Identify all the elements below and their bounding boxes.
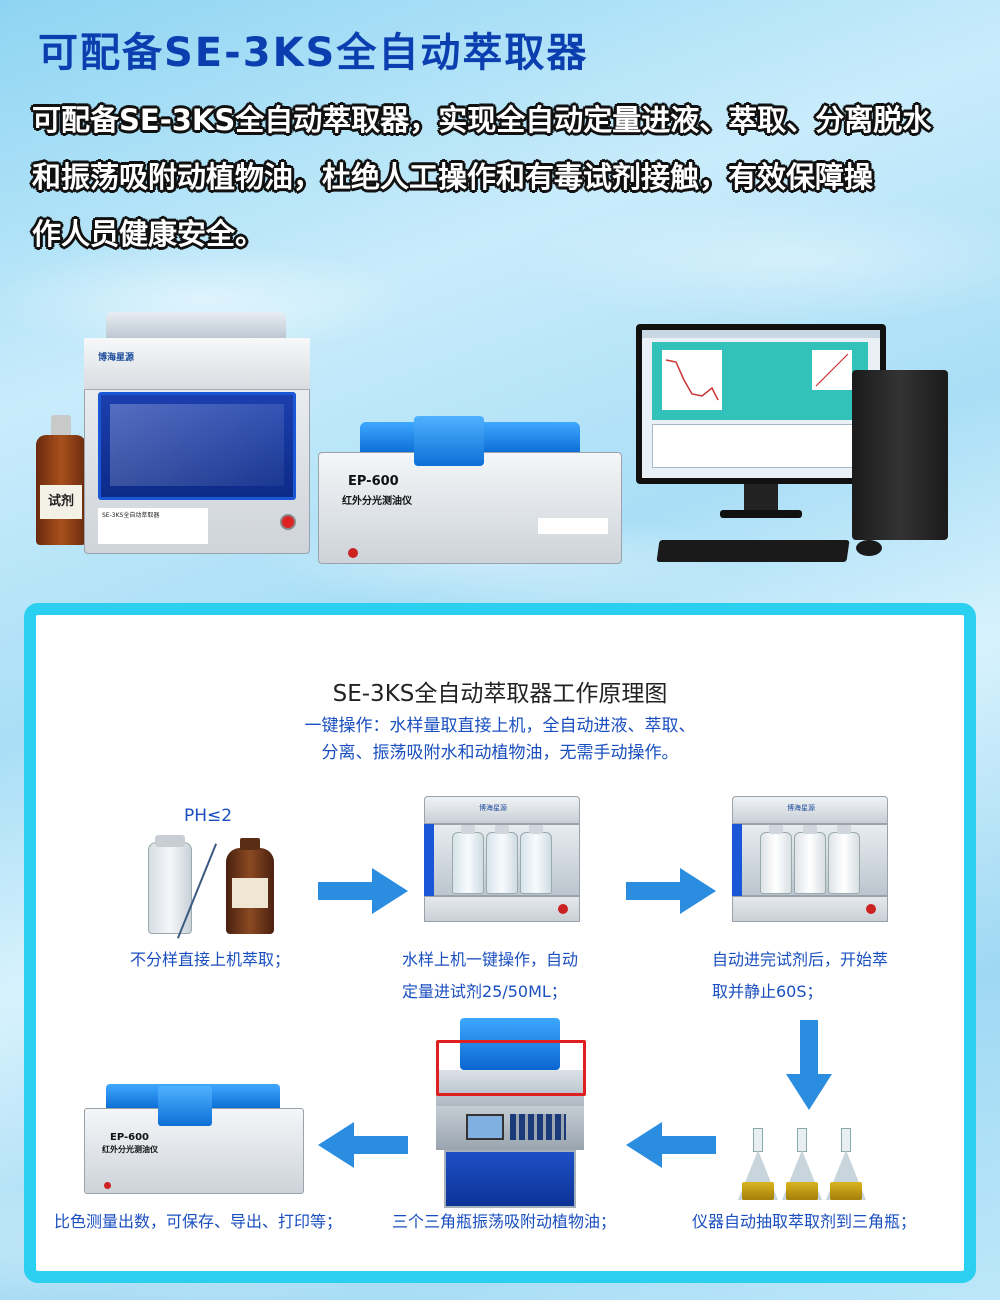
extractor-brand: 博海星源 <box>98 353 135 363</box>
step-line: 取并静止60S； <box>712 982 823 1001</box>
brand-logo: 博海星源 <box>787 804 815 812</box>
intro-paragraph: 可配备SE-3KS全自动萃取器，实现全自动定量进液、萃取、分离脱水 和振荡吸附动… <box>32 92 982 263</box>
step-line: 比色测量出数，可保存、导出、打印等； <box>54 1212 343 1231</box>
arrow-left-icon <box>626 1122 716 1168</box>
arrow-right-icon <box>318 868 408 914</box>
step-1-text: 不分样直接上机萃取； <box>130 944 290 976</box>
pc-tower-image <box>852 370 948 540</box>
flask-image <box>826 1128 866 1202</box>
reagent-label: 试剂 <box>40 485 82 519</box>
flask-image <box>782 1128 822 1202</box>
page-title: 可配备SE-3KS全自动萃取器 <box>38 30 589 76</box>
reagent-bottle-image <box>226 838 274 934</box>
step-line: 水样上机一键操作，自动 <box>402 950 579 969</box>
arrow-down-icon <box>786 1020 832 1110</box>
reagent-bottle-image: 试剂 <box>36 415 86 545</box>
subtitle-line: 一键操作：水样量取直接上机，全自动进液、萃取、 <box>304 716 696 736</box>
mouse-image <box>856 540 882 556</box>
step-4-text: 仪器自动抽取萃取剂到三角瓶； <box>692 1206 916 1238</box>
step-line: 自动进完试剂后，开始萃 <box>712 950 889 969</box>
step-5-text: 三个三角瓶振荡吸附动植物油； <box>392 1206 616 1238</box>
step-6-text: 比色测量出数，可保存、导出、打印等； <box>54 1206 342 1238</box>
step-line: 定量进试剂25/50ML； <box>402 982 567 1001</box>
analyzer-name: 红外分光测油仪 <box>102 1145 158 1154</box>
oil-analyzer-small-image: EP-600 红外分光测油仪 <box>84 1084 304 1196</box>
analyzer-model: EP-600 <box>348 474 399 489</box>
analyzer-model: EP-600 <box>110 1132 150 1143</box>
analyzer-name: 红外分光测油仪 <box>342 496 412 507</box>
power-button-icon <box>348 548 358 558</box>
step-2-text: 水样上机一键操作，自动 定量进试剂25/50ML； <box>402 944 578 1008</box>
extractor-milky-image: 博海星源 <box>732 796 888 922</box>
extractor-image: 博海星源 SE-3KS全自动萃取器 <box>84 312 310 562</box>
oil-analyzer-image: EP-600 红外分光测油仪 <box>318 416 622 567</box>
computer-monitor-image <box>636 324 886 524</box>
brand-logo: 博海星源 <box>479 804 507 812</box>
keyboard-image <box>656 540 850 562</box>
arrow-right-icon <box>626 868 716 914</box>
diagram-subtitle: 一键操作：水样量取直接上机，全自动进液、萃取、 分离、振荡吸附水和动植物油，无需… <box>0 713 1000 767</box>
extractor-open-image <box>436 1018 584 1208</box>
flask-image <box>738 1128 778 1202</box>
intro-line: 和振荡吸附动植物油，杜绝人工操作和有毒试剂接触，有效保障操 <box>32 160 874 194</box>
power-button-icon <box>280 514 296 530</box>
diagram-title: SE-3KS全自动萃取器工作原理图 <box>332 681 668 707</box>
step-3-text: 自动进完试剂后，开始萃 取并静止60S； <box>712 944 888 1008</box>
step-line: 不分样直接上机萃取； <box>130 950 291 969</box>
step-line: 仪器自动抽取萃取剂到三角瓶； <box>692 1212 917 1231</box>
extractor-clear-image: 博海星源 <box>424 796 580 922</box>
intro-line: 作人员健康安全。 <box>32 217 265 251</box>
step-line: 三个三角瓶振荡吸附动植物油； <box>392 1212 617 1231</box>
subtitle-line: 分离、振荡吸附水和动植物油，无需手动操作。 <box>321 743 679 763</box>
extractor-plate: SE-3KS全自动萃取器 <box>98 508 208 544</box>
ph-label: PH≤2 <box>184 806 233 826</box>
highlight-box <box>436 1040 586 1096</box>
intro-line: 可配备SE-3KS全自动萃取器，实现全自动定量进液、萃取、分离脱水 <box>32 103 932 137</box>
arrow-left-icon <box>318 1122 408 1168</box>
